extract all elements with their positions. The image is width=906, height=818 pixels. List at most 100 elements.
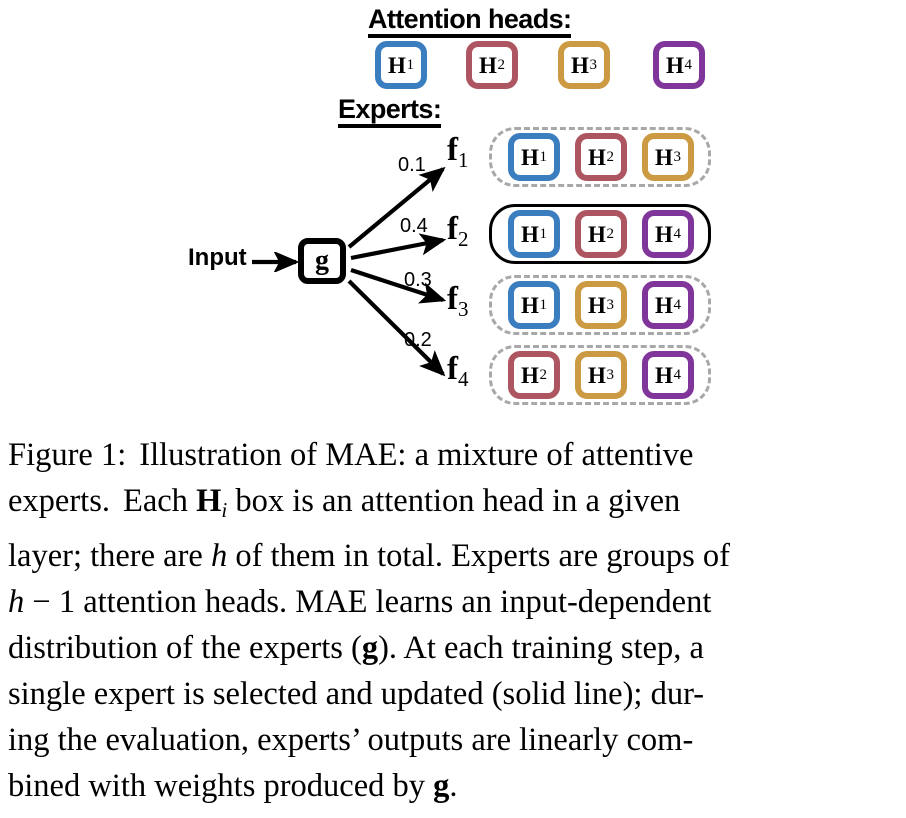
- head-chip-subscript: 3: [606, 366, 614, 383]
- caption-line3-a: layer; there are: [8, 537, 203, 574]
- head-chip-letter: H: [588, 221, 606, 247]
- attention-heads-label: Attention heads:: [368, 6, 572, 38]
- arrow-to-f4: [347, 279, 446, 377]
- caption-line5-b: ). At each training step, a: [378, 629, 704, 666]
- caption-line-1: Figure 1: Illustration of MAE: a mixture …: [8, 432, 898, 478]
- expert-label-f4: f4: [447, 353, 469, 390]
- caption-math-H-sub: i: [221, 497, 228, 522]
- head-chip-letter: H: [521, 362, 539, 388]
- head-chip-letter: H: [655, 221, 673, 247]
- head-chip-subscript: 1: [406, 56, 414, 73]
- head-chip-subscript: 3: [673, 148, 681, 165]
- expert-label-f1: f1: [447, 134, 469, 171]
- caption-line-2: experts.Each Hi box is an attention head…: [8, 478, 898, 533]
- caption-line8-a: bined with weights produced by: [8, 767, 426, 804]
- caption-line-5: distribution of the experts (g). At each…: [8, 625, 898, 671]
- head-chip-letter: H: [388, 52, 406, 78]
- weight-label-f4: 0.2: [404, 329, 432, 351]
- head-chip-subscript: 1: [539, 148, 547, 165]
- weight-label-f2: 0.4: [400, 215, 428, 237]
- head-chip-letter: H: [655, 144, 673, 170]
- expert-label-letter: f: [447, 132, 458, 168]
- caption-math-g: g: [433, 767, 450, 804]
- weight-label-f1: 0.1: [398, 154, 426, 176]
- head-chip-subscript: 4: [673, 296, 681, 313]
- head-chip-letter: H: [521, 292, 539, 318]
- expert-label-f3: f3: [447, 283, 469, 320]
- figure-caption: Figure 1: Illustration of MAE: a mixture …: [8, 432, 898, 809]
- caption-figure-number: Figure 1:: [8, 437, 127, 473]
- weight-label-f3: 0.3: [404, 269, 432, 291]
- head-chip-subscript: 1: [539, 296, 547, 313]
- head-chip-subscript: 1: [539, 225, 547, 242]
- head-chip-subscript: 2: [606, 225, 614, 242]
- caption-line-3: layer; there are h of them in total. Exp…: [8, 533, 898, 579]
- head-chip-subscript: 2: [606, 148, 614, 165]
- arrow-to-f1: [347, 166, 446, 249]
- caption-line5-a: distribution of the experts (: [8, 629, 362, 666]
- caption-line4-a: − 1 attention heads. MAE learns an input…: [32, 583, 712, 620]
- head-chip-letter: H: [588, 362, 606, 388]
- caption-line2-b: Each: [122, 483, 188, 519]
- expert-label-subscript: 2: [458, 226, 469, 251]
- caption-line3-b: of them in total. Experts are groups of: [235, 537, 730, 574]
- caption-math-g: g: [361, 629, 379, 666]
- expert-label-letter: f: [447, 211, 458, 247]
- caption-line-8: bined with weights produced by g.: [8, 763, 898, 809]
- head-chip-letter: H: [655, 362, 673, 388]
- caption-line7-a: ing the evaluation, experts’ outputs are…: [8, 721, 694, 758]
- head-chip-letter: H: [571, 52, 589, 78]
- caption-line-7: ing the evaluation, experts’ outputs are…: [8, 717, 898, 763]
- expert-label-letter: f: [447, 351, 458, 387]
- caption-line2-a: experts.: [8, 483, 110, 519]
- expert-label-subscript: 4: [458, 366, 469, 391]
- head-chip-subscript: 4: [684, 56, 692, 73]
- gate-box[interactable]: g: [298, 238, 346, 284]
- expert-label-f2: f2: [447, 213, 469, 250]
- input-label: Input: [188, 244, 247, 271]
- head-chip-letter: H: [588, 292, 606, 318]
- head-chip-subscript: 2: [497, 56, 505, 73]
- caption-line2-c: box is an attention head in a given: [235, 483, 681, 519]
- expert-label-subscript: 1: [458, 147, 469, 172]
- caption-math-h: h: [210, 537, 228, 574]
- head-chip-letter: H: [521, 144, 539, 170]
- caption-line1-text: Illustration of MAE: a mixture of attent…: [139, 437, 694, 473]
- head-chip-subscript: 3: [589, 56, 597, 73]
- head-chip-letter: H: [479, 52, 497, 78]
- head-chip-subscript: 3: [606, 296, 614, 313]
- gate-label: g: [315, 245, 329, 276]
- expert-label-letter: f: [447, 281, 458, 317]
- caption-line-4: h − 1 attention heads. MAE learns an inp…: [8, 579, 898, 625]
- head-chip-subscript: 4: [673, 366, 681, 383]
- caption-math-h: h: [8, 583, 25, 620]
- head-chip-subscript: 2: [539, 366, 547, 383]
- head-chip-letter: H: [655, 292, 673, 318]
- head-chip-letter: H: [588, 144, 606, 170]
- caption-line6-a: single expert is selected and updated (s…: [8, 675, 705, 712]
- caption-line8-b: .: [449, 767, 458, 804]
- head-chip-letter: H: [666, 52, 684, 78]
- caption-line-6: single expert is selected and updated (s…: [8, 671, 898, 717]
- expert-label-subscript: 3: [458, 296, 469, 321]
